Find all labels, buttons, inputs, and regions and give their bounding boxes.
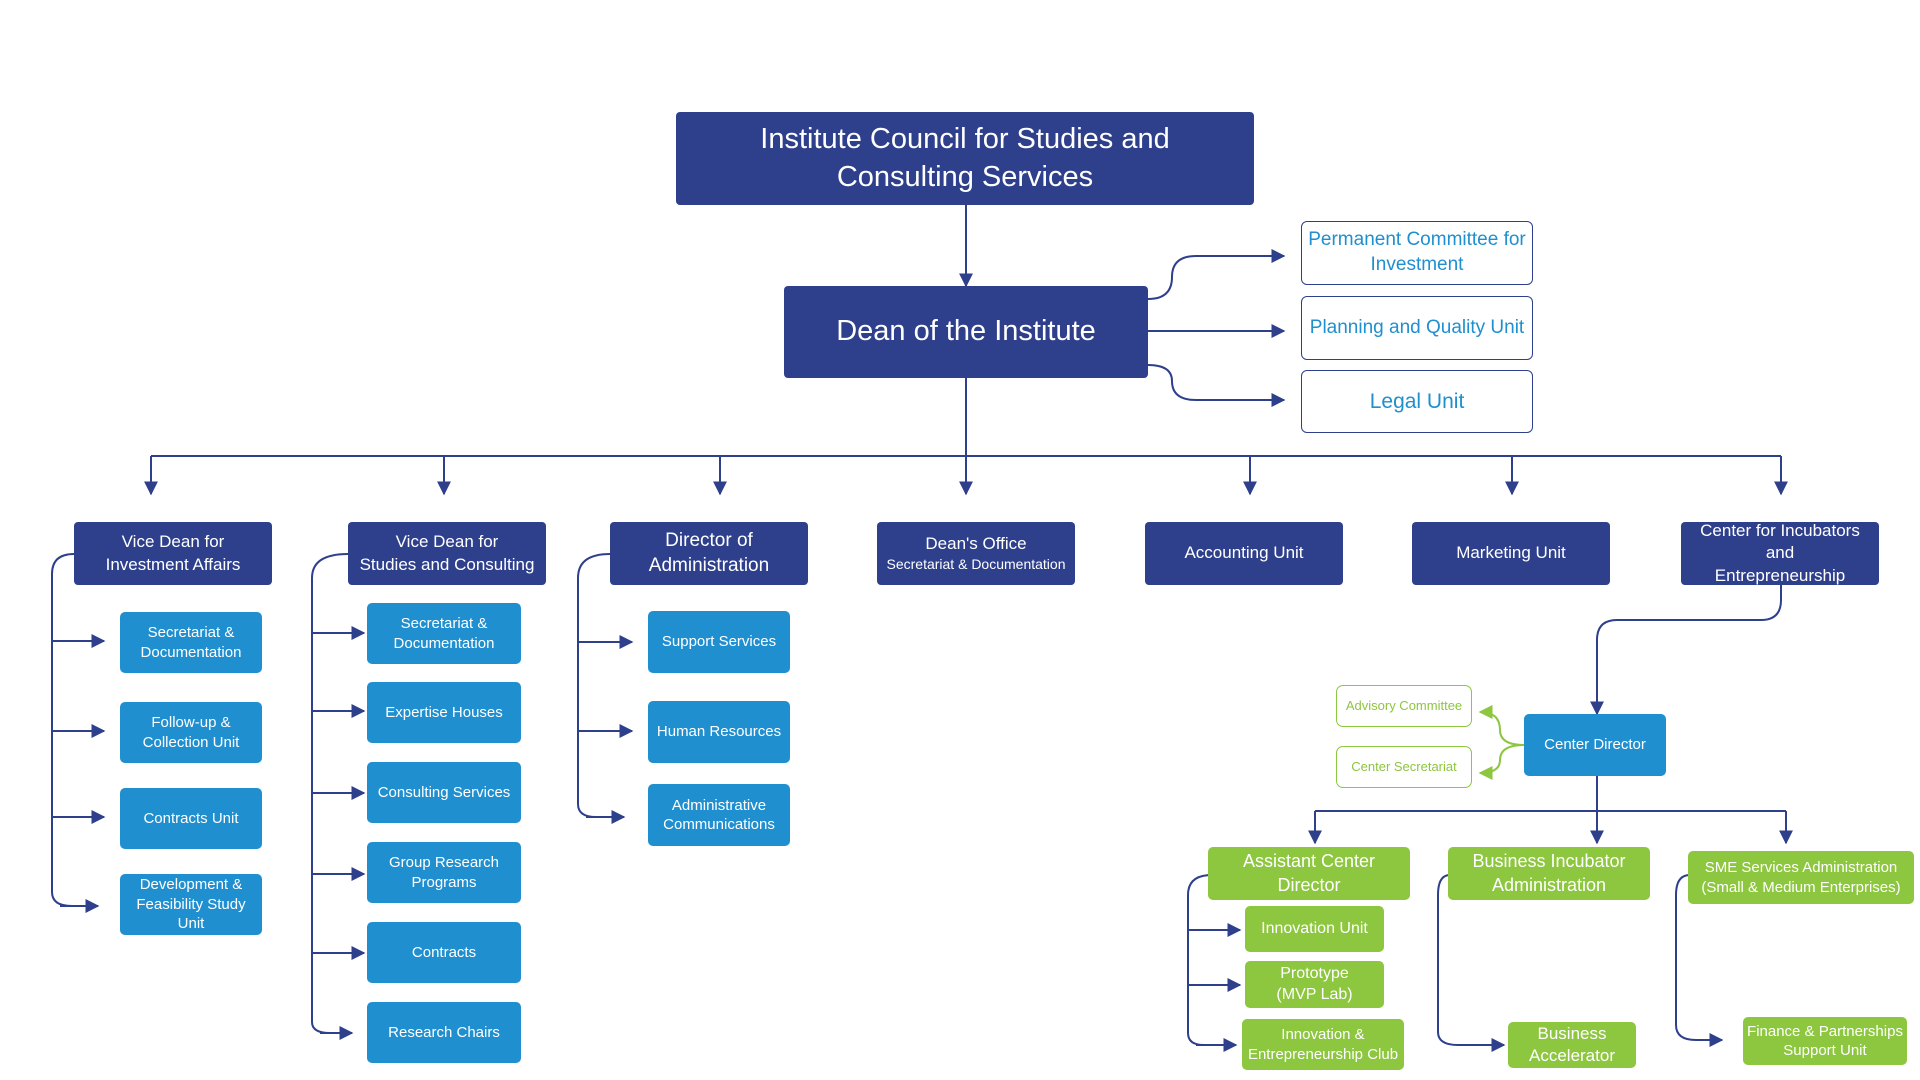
business-accelerator-box: Business Accelerator [1508, 1022, 1636, 1068]
marketing-unit-box: Marketing Unit [1412, 522, 1610, 585]
center-secretariat-box: Center Secretariat [1336, 746, 1472, 788]
inv-secretariat-box: Secretariat & Documentation [120, 612, 262, 673]
incubator-admin-box: Business Incubator Administration [1448, 847, 1650, 900]
std-group-research-box: Group Research Programs [367, 842, 521, 903]
inv-contracts-box: Contracts Unit [120, 788, 262, 849]
advisory-committee-box: Advisory Committee [1336, 685, 1472, 727]
adm-communications-box: Administrative Communications [648, 784, 790, 846]
accounting-unit-box: Accounting Unit [1145, 522, 1343, 585]
assistant-director-box: Assistant Center Director [1208, 847, 1410, 900]
finance-partnerships-box: Finance & Partnerships Support Unit [1743, 1017, 1907, 1065]
vice-dean-investment-box: Vice Dean for Investment Affairs [74, 522, 272, 585]
inv-followup-box: Follow-up & Collection Unit [120, 702, 262, 763]
legal-unit-box: Legal Unit [1301, 370, 1533, 433]
director-administration-box: Director of Administration [610, 522, 808, 585]
council-box: Institute Council for Studies and Consul… [676, 112, 1254, 205]
std-research-chairs-box: Research Chairs [367, 1002, 521, 1063]
deans-office-title: Dean's Office [925, 534, 1027, 554]
std-contracts-box: Contracts [367, 922, 521, 983]
inv-development-box: Development & Feasibility Study Unit [120, 874, 262, 935]
prototype-lab-box: Prototype (MVP Lab) [1245, 961, 1384, 1008]
innovation-club-box: Innovation & Entrepreneurship Club [1242, 1019, 1404, 1070]
planning-quality-box: Planning and Quality Unit [1301, 296, 1533, 360]
dean-box: Dean of the Institute [784, 286, 1148, 378]
center-director-box: Center Director [1524, 714, 1666, 776]
std-secretariat-box: Secretariat & Documentation [367, 603, 521, 664]
deans-office-box: Dean's Office Secretariat & Documentatio… [877, 522, 1075, 585]
deans-office-subtitle: Secretariat & Documentation [886, 556, 1066, 573]
innovation-unit-box: Innovation Unit [1245, 906, 1384, 952]
std-expertise-box: Expertise Houses [367, 682, 521, 743]
adm-hr-box: Human Resources [648, 701, 790, 763]
incubators-center-box: Center for Incubators and Entrepreneursh… [1681, 521, 1879, 585]
sme-admin-box: SME Services Administration (Small & Med… [1688, 851, 1914, 904]
vice-dean-studies-box: Vice Dean for Studies and Consulting [348, 522, 546, 585]
adm-support-box: Support Services [648, 611, 790, 673]
std-consulting-box: Consulting Services [367, 762, 521, 823]
permanent-committee-box: Permanent Committee for Investment [1301, 221, 1533, 285]
